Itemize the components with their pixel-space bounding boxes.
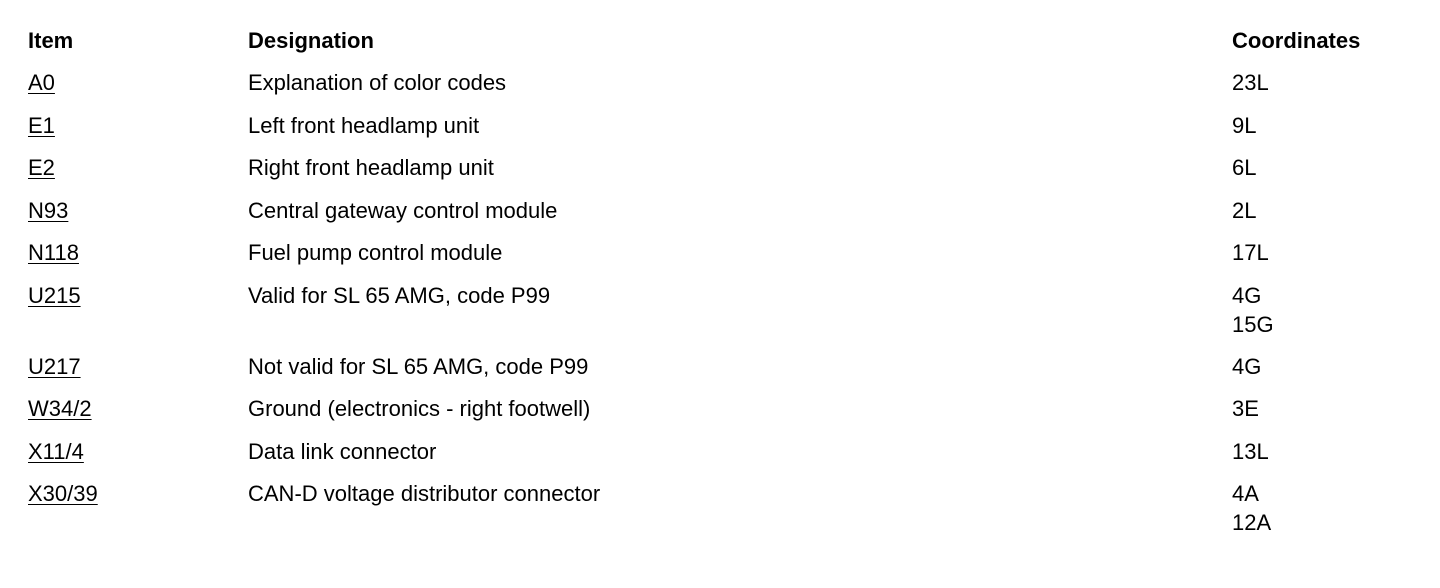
column-header-designation: Designation [248, 28, 374, 53]
coordinate-cell: 23L [1232, 70, 1269, 95]
item-link-n93[interactable]: N93 [28, 197, 69, 223]
table-row: U217 Not valid for SL 65 AMG, code P99 4… [28, 352, 1428, 395]
designation-cell: Ground (electronics - right footwell) [248, 396, 591, 421]
column-header-coordinates: Coordinates [1232, 28, 1361, 53]
item-link-u217[interactable]: U217 [28, 353, 81, 379]
item-link-e2[interactable]: E2 [28, 155, 55, 180]
item-link-x11-4[interactable]: X11/4 [28, 438, 84, 464]
item-link-n118[interactable]: N118 [28, 240, 79, 265]
item-link-w34-2[interactable]: W34/2 [28, 396, 92, 421]
table-row: W34/2 Ground (electronics - right footwe… [28, 394, 1428, 437]
coordinate-cell: 13L [1232, 438, 1269, 464]
table-row: E2 Right front headlamp unit 6L [28, 153, 1428, 196]
column-header-item: Item [28, 28, 74, 53]
coordinate-cell: 2L [1232, 197, 1257, 223]
designation-cell: Central gateway control module [248, 197, 558, 223]
designation-cell: Data link connector [248, 438, 437, 464]
designation-cell: CAN-D voltage distributor connector [248, 481, 601, 506]
table-row: A0 Explanation of color codes 23L [28, 68, 1428, 111]
designation-cell: Valid for SL 65 AMG, code P99 [248, 282, 551, 308]
coordinate-cell: 3E [1232, 396, 1259, 421]
designation-cell: Left front headlamp unit [248, 112, 480, 138]
item-link-u215[interactable]: U215 [28, 282, 81, 308]
coordinate-cell: 15G [1232, 311, 1274, 337]
table-row: N118 Fuel pump control module 17L [28, 238, 1428, 281]
coordinate-cell: 4A [1232, 481, 1259, 506]
designation-cell: Not valid for SL 65 AMG, code P99 [248, 353, 589, 379]
table-row: N93 Central gateway control module 2L [28, 196, 1428, 239]
table-row: U215 Valid for SL 65 AMG, code P99 4G 15… [28, 281, 1428, 352]
item-link-e1[interactable]: E1 [28, 112, 55, 138]
designation-cell: Explanation of color codes [248, 70, 507, 95]
coordinate-cell: 17L [1232, 240, 1269, 265]
coordinate-cell: 6L [1232, 155, 1257, 180]
coordinate-cell: 4G [1232, 353, 1262, 379]
table-row: E1 Left front headlamp unit 9L [28, 111, 1428, 154]
designation-cell: Right front headlamp unit [248, 155, 494, 180]
coordinate-cell: 9L [1232, 112, 1257, 138]
item-link-a0[interactable]: A0 [28, 70, 55, 95]
table-row: X30/39 CAN-D voltage distributor connect… [28, 479, 1428, 550]
item-link-x30-39[interactable]: X30/39 [28, 481, 98, 506]
component-legend-table: Item Designation Coordinates A0 Explanat… [28, 26, 1428, 550]
designation-cell: Fuel pump control module [248, 240, 503, 265]
coordinate-cell: 12A [1232, 510, 1272, 535]
table-row: X11/4 Data link connector 13L [28, 437, 1428, 480]
coordinate-cell: 4G [1232, 282, 1262, 308]
table-header-row: Item Designation Coordinates [28, 26, 1428, 68]
